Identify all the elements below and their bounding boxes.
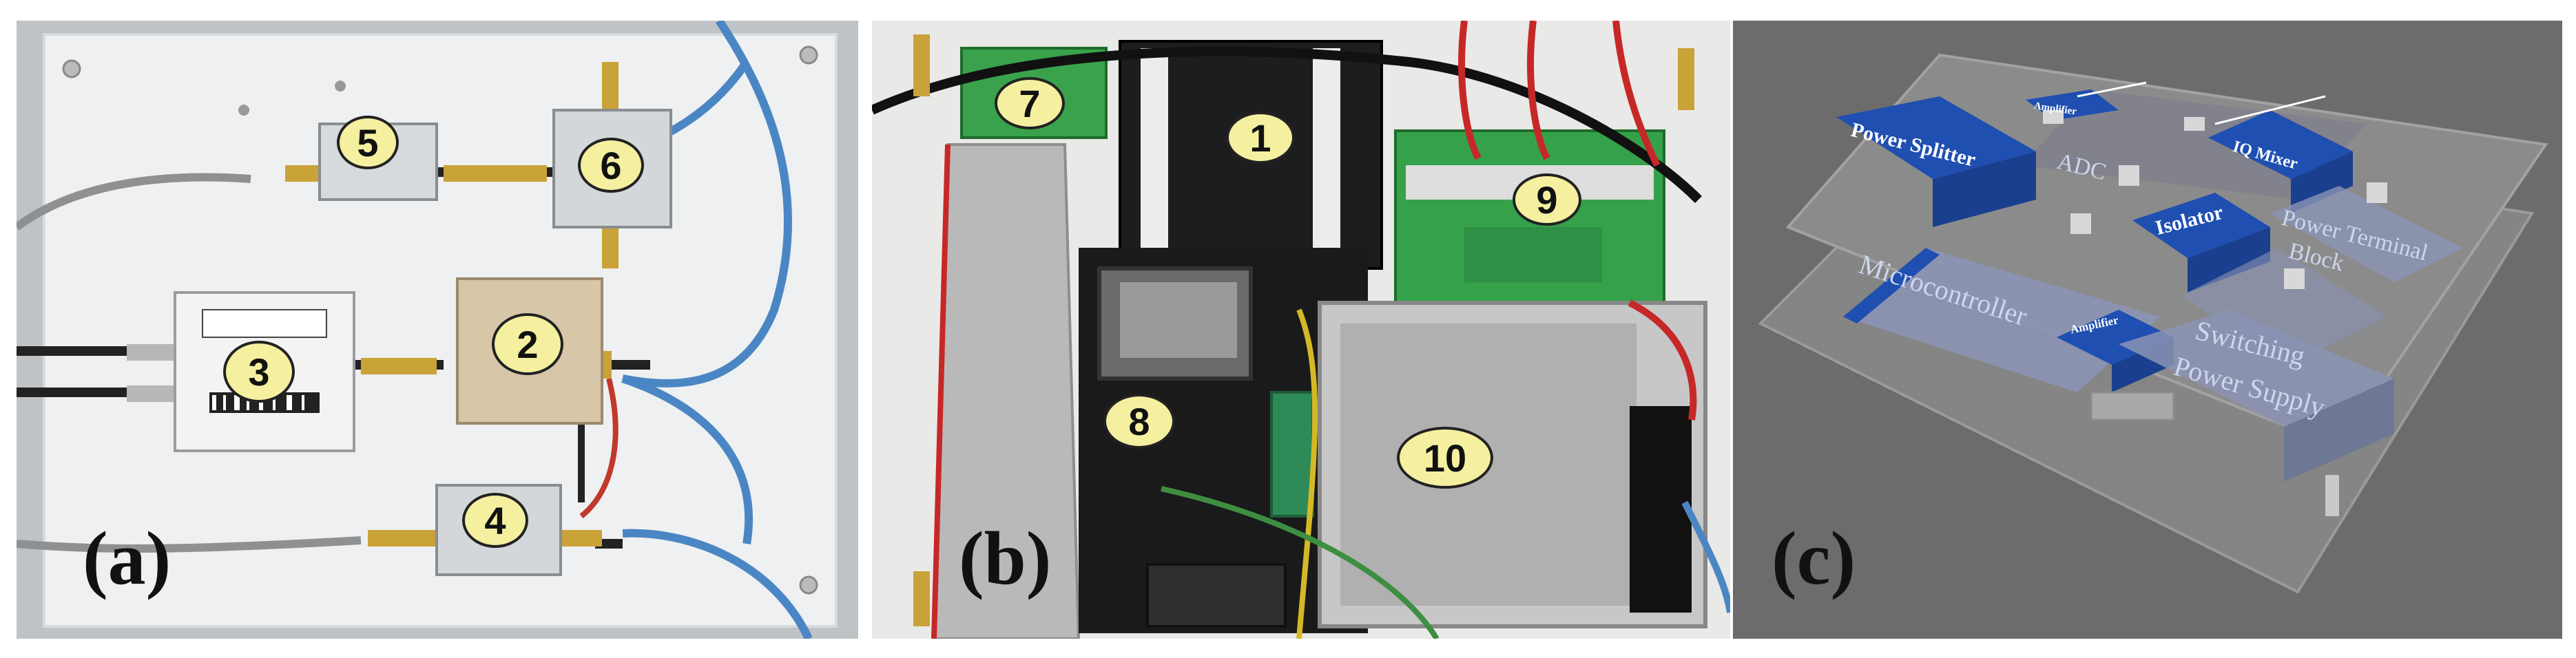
badge-2: 2: [492, 313, 563, 375]
badge-4: 4: [462, 493, 528, 548]
photo-panel-a: 5 6 3 2 4 (a): [17, 21, 858, 639]
badge-5: 5: [337, 116, 399, 169]
badge-10: 10: [1397, 427, 1493, 489]
panel-label-a: (a): [83, 516, 172, 600]
panel-label-b: (b): [959, 516, 1052, 600]
badge-3: 3: [223, 341, 295, 403]
badge-6: 6: [578, 138, 644, 193]
badge-1: 1: [1226, 112, 1295, 164]
badge-9: 9: [1513, 173, 1581, 226]
circuit-board-photo-a: [17, 21, 838, 639]
badge-8: 8: [1103, 394, 1175, 449]
photo-panel-b: 7 1 9 8 10 (b): [872, 21, 1730, 639]
panel-label-c: (c): [1772, 516, 1856, 600]
badge-7: 7: [995, 77, 1065, 129]
layout-3d-render: [1733, 21, 2562, 639]
circuit-board-photo-b: [872, 21, 1730, 639]
render-panel-c: Power Splitter Amplifier IQ Mixer ADC Is…: [1733, 21, 2562, 639]
